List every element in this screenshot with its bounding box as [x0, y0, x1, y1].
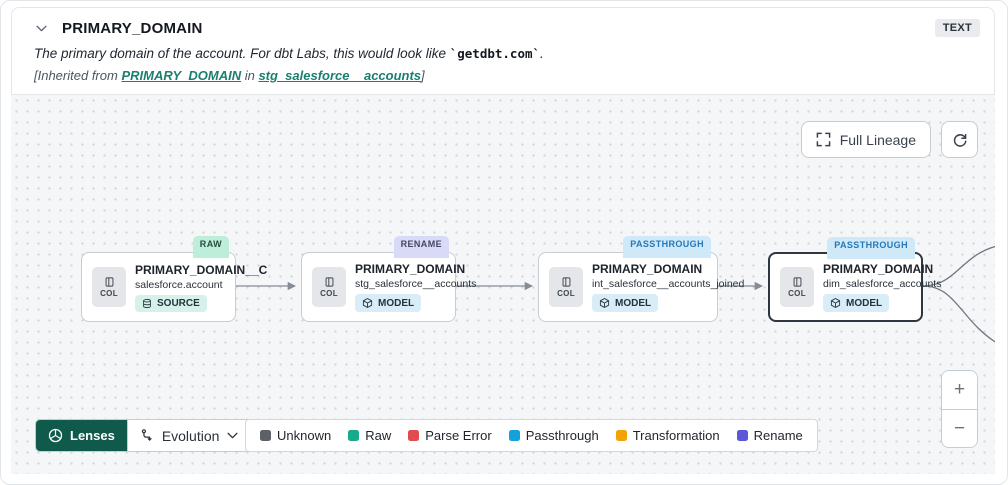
model-cube-icon [362, 298, 373, 308]
lenses-label: Lenses [70, 428, 115, 443]
column-icon [793, 277, 801, 287]
refresh-icon [952, 132, 968, 148]
chevron-down-icon [227, 432, 238, 439]
collapse-chevron-icon[interactable] [30, 17, 52, 39]
column-chip: COL [92, 267, 126, 307]
page-title: PRIMARY_DOMAIN [62, 19, 203, 37]
legend-swatch [260, 430, 271, 441]
lenses-control: Lenses Evolution [35, 419, 252, 452]
evolution-badge: RAW [192, 236, 229, 258]
resource-kind-badge: MODEL [592, 294, 659, 312]
evolution-badge: PASSTHROUGH [827, 237, 915, 259]
inherited-note: [Inherited from PRIMARY_DOMAIN in stg_sa… [34, 68, 425, 83]
evolution-legend: Unknown Raw Parse Error Passthrough Tran… [245, 419, 818, 452]
zoom-in-button[interactable]: + [942, 371, 977, 409]
column-icon [325, 277, 333, 287]
node-subtitle: dim_salesforce_accounts [823, 278, 942, 290]
column-type-badge: TEXT [934, 19, 980, 37]
legend-item: Rename [736, 428, 803, 443]
column-chip: COL [780, 267, 814, 307]
column-icon [562, 277, 570, 287]
inherited-column-link[interactable]: PRIMARY_DOMAIN [121, 68, 242, 83]
lenses-button[interactable]: Lenses [36, 420, 127, 451]
lens-selector-dropdown[interactable]: Evolution [126, 420, 251, 451]
column-chip: COL [549, 267, 583, 307]
lineage-node-stg[interactable]: RENAME COL PRIMARY_DOMAIN stg_salesforce… [301, 236, 476, 322]
model-cube-icon [830, 298, 841, 308]
legend-item: Parse Error [408, 428, 492, 443]
legend-swatch [408, 430, 420, 441]
aperture-icon [48, 428, 63, 443]
zoom-out-button[interactable]: − [942, 409, 977, 447]
resource-kind-badge: SOURCE [135, 294, 207, 312]
lineage-node-source[interactable]: RAW COL PRIMARY_DOMAIN__C salesforce.acc… [81, 236, 267, 322]
source-icon [143, 298, 151, 308]
lineage-edges [236, 245, 995, 343]
lineage-node-dim-selected[interactable]: PASSTHROUGH COL PRIMARY_DOMAIN dim_sales… [768, 237, 941, 322]
evolution-badge: PASSTHROUGH [623, 236, 711, 258]
column-header-card: PRIMARY_DOMAIN TEXT The primary domain o… [11, 7, 995, 95]
fullscreen-icon [816, 132, 831, 147]
full-lineage-button[interactable]: Full Lineage [800, 121, 931, 158]
node-subtitle: int_salesforce__accounts_joined [592, 278, 745, 290]
node-title: PRIMARY_DOMAIN [592, 262, 703, 276]
refresh-button[interactable] [941, 121, 978, 158]
node-title: PRIMARY_DOMAIN [355, 262, 466, 276]
resource-kind-badge: MODEL [355, 294, 422, 312]
legend-item: Unknown [260, 428, 331, 443]
legend-swatch [736, 430, 748, 441]
column-chip: COL [312, 267, 346, 307]
full-lineage-label: Full Lineage [839, 131, 916, 148]
legend-item: Raw [348, 428, 391, 443]
model-cube-icon [599, 298, 610, 308]
legend-swatch [348, 430, 360, 441]
inline-code: `getdbt.com` [449, 46, 541, 61]
inherited-model-link[interactable]: stg_salesforce__accounts [258, 68, 422, 83]
lineage-node-int[interactable]: PASSTHROUGH COL PRIMARY_DOMAIN int_sales… [538, 236, 744, 322]
legend-swatch [508, 430, 520, 441]
column-icon [105, 277, 113, 287]
node-title: PRIMARY_DOMAIN [823, 262, 934, 276]
lineage-canvas[interactable]: Full Lineage RAW COL PRIMARY_DOMAIN__C s… [11, 95, 995, 474]
legend-item: Transformation [615, 428, 720, 443]
node-title: PRIMARY_DOMAIN__C [135, 262, 268, 277]
selected-lens-label: Evolution [161, 427, 220, 444]
node-subtitle: stg_salesforce__accounts [355, 278, 477, 290]
column-description: The primary domain of the account. For d… [34, 46, 544, 61]
node-subtitle: salesforce.account [135, 278, 223, 291]
resource-kind-badge: MODEL [823, 294, 890, 312]
evolution-route-icon [140, 428, 154, 443]
zoom-controls: + − [941, 370, 978, 448]
legend-swatch [615, 430, 627, 441]
evolution-badge: RENAME [393, 236, 449, 258]
legend-item: Passthrough [508, 428, 599, 443]
